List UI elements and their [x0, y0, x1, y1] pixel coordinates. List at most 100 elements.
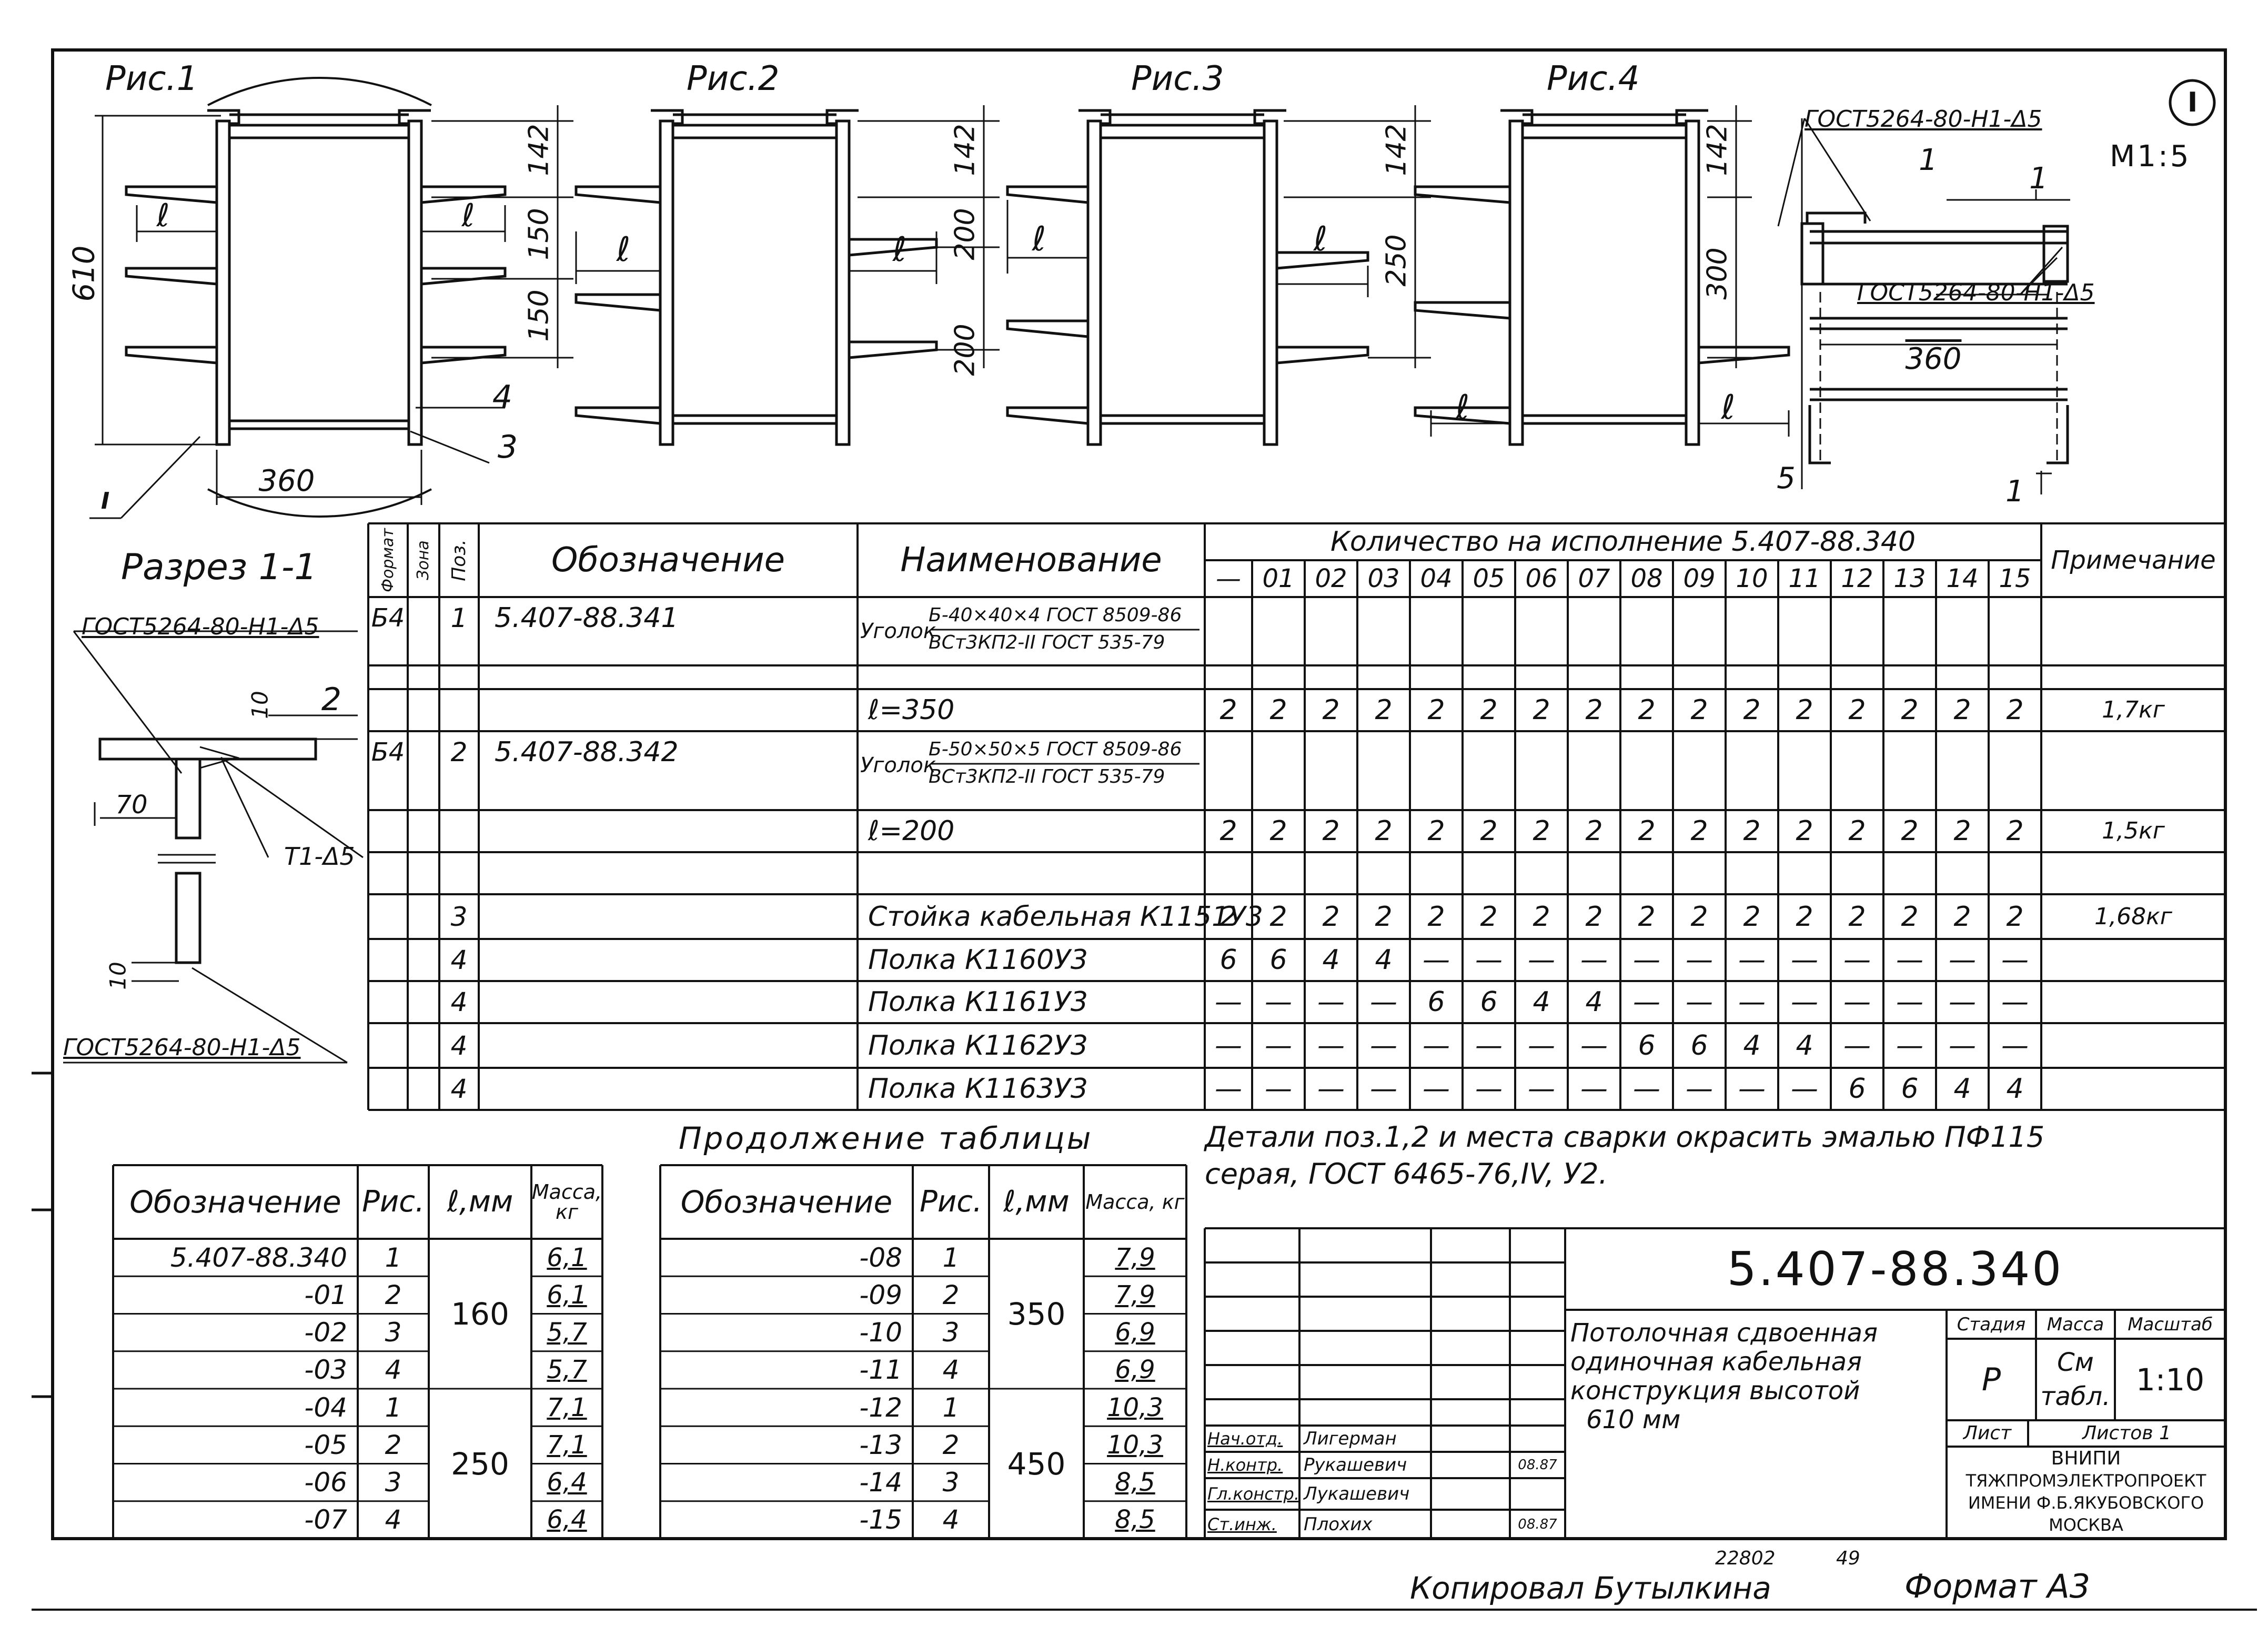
spec-cell-qty: — — [1686, 1073, 1713, 1105]
mass-cell-fig: 3 — [385, 1467, 402, 1498]
dim-150-fig1a: 150 — [523, 208, 556, 260]
mass-cell-mass: 7,9 — [1115, 1280, 1155, 1310]
spec-variant-header: 06 — [1525, 564, 1558, 593]
spec-cell-qty: 2 — [1901, 901, 1919, 933]
spec-cell-qty: — — [1896, 986, 1923, 1018]
mass-cell-fig: 3 — [942, 1317, 960, 1348]
mass-right-head-fig: Рис. — [920, 1185, 982, 1219]
mass-cell-fig: 4 — [385, 1355, 402, 1386]
spec-cell-qty: 2 — [1322, 901, 1340, 933]
sheet-format: Формат А3 — [1904, 1567, 2091, 1605]
weld-note-section-top: ГОСТ5264-80-Н1-Δ5 — [82, 613, 319, 640]
mass-cell-mass: 6,4 — [547, 1505, 587, 1535]
spec-cell-qty: — — [1949, 944, 1976, 976]
spec-cell-qty: — — [1317, 986, 1345, 1018]
dim-142-fig1: 142 — [523, 124, 556, 176]
dim-610: 610 — [67, 245, 102, 302]
spec-cell-note: 1,7кг — [2102, 696, 2165, 723]
figure-3-lines — [1006, 105, 1431, 446]
spec-cell-qty: 6 — [1427, 986, 1445, 1018]
mass-header: Масса — [2047, 1313, 2104, 1335]
spec-cell-pos: 4 — [450, 945, 468, 975]
spec-cell-qty: 2 — [1953, 815, 1971, 847]
spec-cell-qty: 2 — [1953, 901, 1971, 933]
spec-cell-note: 1,68кг — [2094, 903, 2172, 930]
spec-cell-note: 1,5кг — [2102, 817, 2165, 844]
spec-cell-qty: — — [1423, 1073, 1450, 1105]
section-title: Разрез 1-1 — [121, 547, 317, 588]
signer-name: Лигерман — [1304, 1428, 1397, 1449]
spec-cell-qty: — — [1949, 1029, 1976, 1062]
spec-variant-header: 01 — [1262, 564, 1295, 593]
spec-cell-qty: — — [1896, 1029, 1923, 1062]
spec-cell-qty: 2 — [2006, 901, 2024, 933]
sheet-label: Лист — [1963, 1422, 2012, 1444]
spec-cell-name: Полка К1161У3 — [868, 986, 1088, 1018]
mass-cell-mass: 6,9 — [1115, 1355, 1155, 1385]
spec-variant-header: 13 — [1893, 564, 1926, 593]
title-line-1: Потолочная сдвоенная — [1570, 1318, 1878, 1348]
mass-left-head-fig: Рис. — [362, 1185, 425, 1219]
spec-cell-qty: 6 — [1848, 1073, 1866, 1105]
mass-left-head-l: ℓ,мм — [447, 1185, 513, 1219]
dim-200-fig2a: 200 — [950, 208, 982, 260]
mass-cell-mass: 10,3 — [1107, 1430, 1163, 1460]
weld-note-mid: ГОСТ5264-80-Н1-Δ5 — [1857, 279, 2095, 306]
signer-date — [1510, 1478, 1565, 1510]
dim-l-fig4-left: ℓ — [1455, 388, 1470, 427]
spec-head-pos: Поз. — [448, 539, 470, 581]
stage-header: Стадия — [1957, 1313, 2026, 1335]
mass-cell-designation: -05 — [304, 1429, 347, 1460]
signer-name: Рукашевич — [1304, 1454, 1407, 1476]
spec-variant-header: 09 — [1683, 564, 1716, 593]
spec-cell-qty: — — [1843, 1029, 1871, 1062]
spec-head-name: Наименование — [900, 541, 1162, 580]
spec-cell-qty: 2 — [1901, 694, 1919, 726]
spec-cell-qty: 4 — [1375, 944, 1393, 976]
org-line-3: ИМЕНИ Ф.Б.ЯКУБОВСКОГО — [1968, 1493, 2204, 1513]
spec-cell-qty: 2 — [1480, 901, 1498, 933]
mass-cell-mass: 8,5 — [1115, 1505, 1155, 1535]
dim-l-fig2-right: ℓ — [892, 230, 907, 269]
weld-note-top: ГОСТ5264-80-Н1-Δ5 — [1805, 106, 2042, 133]
spec-cell-qty: 2 — [1796, 694, 1813, 726]
mass-left-head-designation: Обозначение — [129, 1184, 341, 1220]
dim-l-fig3-right: ℓ — [1313, 220, 1328, 259]
spec-cell-qty: 2 — [1901, 815, 1919, 847]
spec-cell-pos: 4 — [450, 1074, 468, 1104]
spec-cell-qty: — — [1215, 1073, 1242, 1105]
weld-note-section-bottom: ГОСТ5264-80-Н1-Δ5 — [63, 1034, 301, 1061]
mass-cell-designation: -07 — [304, 1504, 347, 1535]
spec-cell-qty: — — [1265, 1029, 1292, 1062]
spec-cell-qty: — — [2001, 1029, 2029, 1062]
scale-value: 1:10 — [2135, 1361, 2205, 1398]
spec-cell-qty: 2 — [1953, 694, 1971, 726]
spec-cell-qty: 2 — [1848, 694, 1866, 726]
spec-cell-qty: 6 — [1638, 1029, 1656, 1062]
spec-cell-qty: 4 — [1322, 944, 1340, 976]
section-cut-1-bottom: 1 — [2005, 474, 2024, 509]
spec-cell-qty: 2 — [1585, 901, 1603, 933]
spec-cell-qty: 4 — [1585, 986, 1603, 1018]
dim-10-section-bottom: 10 — [105, 962, 132, 990]
mass-cell-fig: 4 — [385, 1504, 402, 1535]
spec-head-qty: Количество на исполнение 5.407-88.340 — [1330, 526, 1916, 558]
signer-name: Лукашевич — [1304, 1483, 1410, 1504]
org-line-1: ВНИПИ — [2051, 1448, 2121, 1469]
spec-cell-qty: 2 — [1269, 901, 1287, 933]
spec-cell-qty: 2 — [1533, 694, 1550, 726]
mass-cell-fig: 3 — [942, 1467, 960, 1498]
spec-cell-qty: — — [1791, 1073, 1818, 1105]
dim-142-fig2: 142 — [950, 124, 982, 176]
spec-cell-name: Полка К1162У3 — [868, 1029, 1088, 1062]
mass-right-head-l: ℓ,мм — [1003, 1185, 1070, 1219]
spec-variant-header: 08 — [1630, 564, 1663, 593]
mass-cell-mass: 7,9 — [1115, 1242, 1155, 1272]
mass-cell-designation: 5.407-88.340 — [170, 1242, 347, 1273]
weld-t1-section: Т1-Δ5 — [284, 842, 355, 871]
spec-cell-qty: 2 — [1743, 901, 1761, 933]
copied-by: Копировал Бутылкина — [1410, 1570, 1771, 1606]
spec-cell-qty: 2 — [1796, 901, 1813, 933]
mass-cell-fig: 1 — [942, 1392, 960, 1423]
dim-250-fig3: 250 — [1381, 234, 1413, 287]
